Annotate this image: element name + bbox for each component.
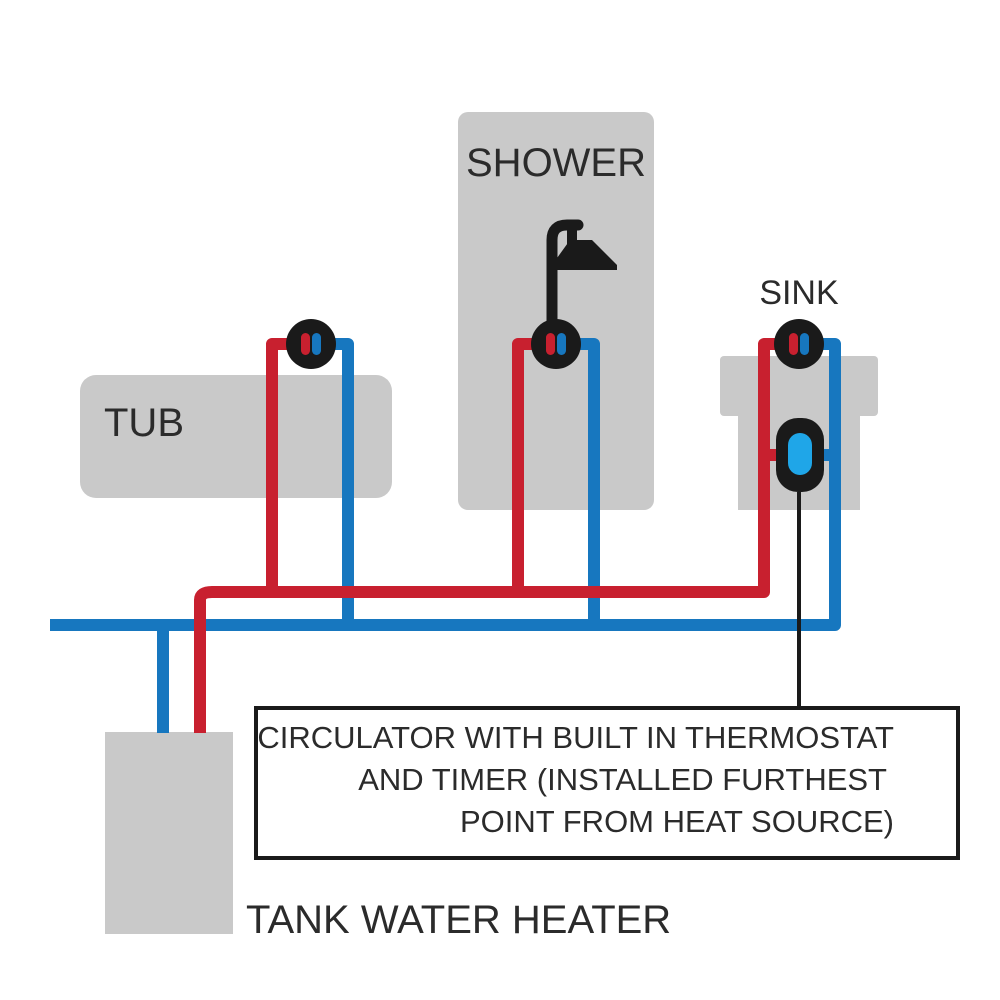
shower-faucet-valve-icon	[531, 319, 581, 369]
sink-label: SINK	[759, 274, 839, 312]
tub-faucet-valve-icon	[286, 319, 336, 369]
tub-body	[80, 375, 392, 498]
circulator-note-box	[254, 706, 960, 860]
tank-water-heater-label: TANK WATER HEATER	[246, 898, 671, 942]
tub-label: TUB	[104, 401, 184, 445]
hot-supply-main	[194, 338, 786, 733]
sink-faucet-valve-icon	[774, 319, 824, 369]
note-line-2: AND TIMER (INSTALLED FURTHEST	[358, 762, 887, 797]
circulator-pump-icon	[776, 418, 824, 492]
note-line-3: POINT FROM HEAT SOURCE)	[460, 804, 894, 839]
shower-label: SHOWER	[466, 141, 646, 185]
note-line-1: CIRCULATOR WITH BUILT IN THERMOSTAT	[257, 720, 894, 755]
tank-water-heater-body	[105, 732, 233, 934]
shower-head-icon	[546, 219, 617, 336]
